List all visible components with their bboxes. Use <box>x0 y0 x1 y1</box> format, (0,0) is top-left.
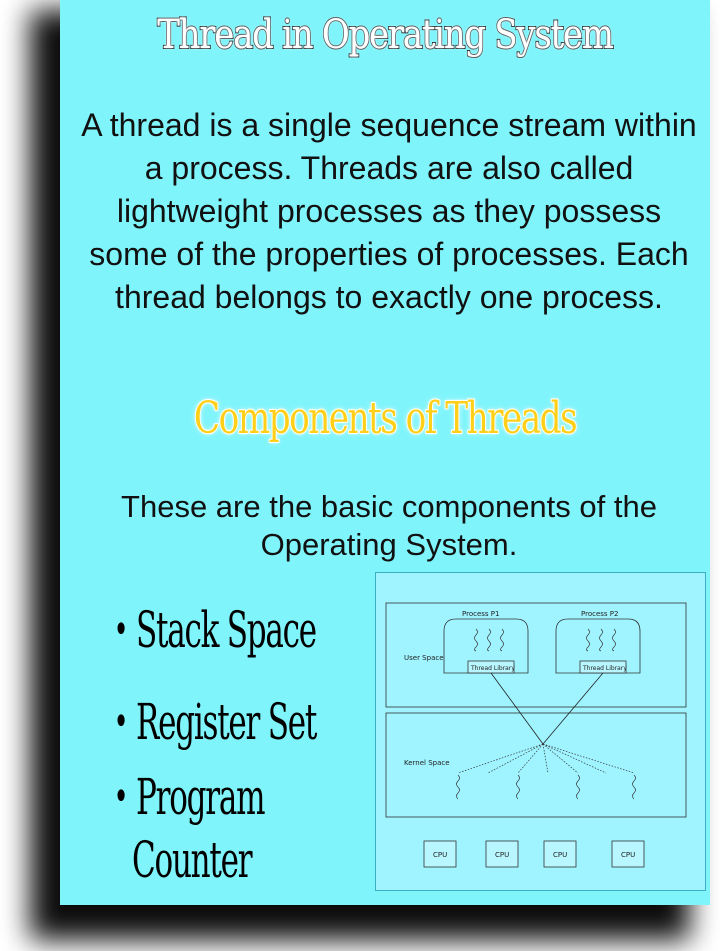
kernel-thread-links <box>457 743 635 774</box>
process-p1-box <box>443 618 529 674</box>
kernel-space-label: Kernel Space <box>404 759 450 767</box>
section-title: Components of Threads <box>193 392 578 445</box>
thread-diagram-svg: Process P1 Process P2 User Space Kernel … <box>385 602 687 868</box>
user-threads-p1 <box>474 628 504 652</box>
list-item-label: Counter <box>132 831 253 889</box>
cpu-row: CPU CPU CPU CPU <box>423 840 645 868</box>
user-threads-p2 <box>586 628 616 652</box>
mapping-line-1 <box>490 672 544 745</box>
cpu-label: CPU <box>621 851 635 859</box>
cpu-label: CPU <box>553 851 567 859</box>
bullet-icon: • <box>113 699 129 745</box>
mapping-line-2 <box>542 672 604 745</box>
page-title: Thread in Operating System <box>156 11 614 59</box>
cpu-box-3 <box>543 840 577 868</box>
list-item-label: Program <box>136 768 265 826</box>
list-item-label: Stack Space <box>136 601 317 659</box>
bullet-icon: • <box>113 607 129 653</box>
process-p2-box <box>555 618 641 674</box>
kernel-space-box <box>385 712 687 818</box>
list-item-program-counter: • Program <box>110 767 266 827</box>
cpu-box-1 <box>423 840 457 868</box>
list-item-stack-space: • Stack Space <box>110 600 317 660</box>
cpu-box-4 <box>611 840 645 868</box>
process-p1-label: Process P1 <box>462 610 499 618</box>
cpu-label: CPU <box>495 851 509 859</box>
user-space-box <box>385 602 687 708</box>
process-p2-label: Process P2 <box>581 610 618 618</box>
intro-paragraph: A thread is a single sequence stream wit… <box>81 107 697 315</box>
thread-library-label-2: Thread Library <box>582 665 627 672</box>
thread-library-label-1: Thread Library <box>470 665 515 672</box>
thread-diagram: Process P1 Process P2 User Space Kernel … <box>375 572 706 891</box>
kernel-threads <box>456 774 636 800</box>
list-item-label: Register Set <box>136 693 317 751</box>
user-space-label: User Space <box>404 654 444 662</box>
list-item-register-set: • Register Set <box>110 692 318 752</box>
cpu-box-2 <box>485 840 519 868</box>
bullet-icon: • <box>113 774 129 820</box>
components-description: These are the basic components of the Op… <box>121 489 657 562</box>
info-card: Thread in Operating System A thread is a… <box>60 0 710 905</box>
list-item-program-counter-continued: Counter <box>106 830 253 890</box>
cpu-label: CPU <box>433 851 447 859</box>
